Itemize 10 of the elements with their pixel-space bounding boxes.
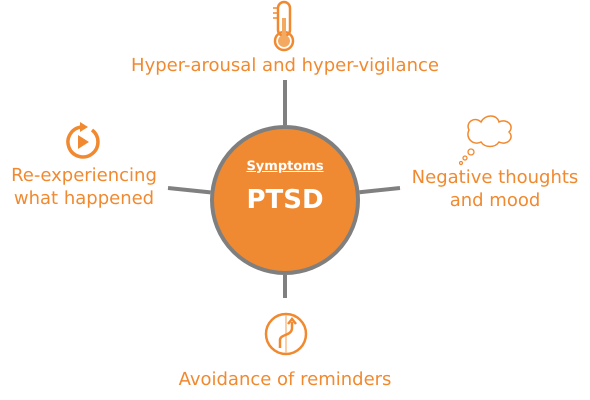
connector-line [283, 275, 287, 298]
symptom-label: Hyper-arousal and hyper-vigilance [130, 54, 440, 77]
symptom-label: Negative thoughts and mood [410, 166, 580, 212]
title: PTSD [245, 185, 325, 215]
heading: Symptoms [245, 159, 325, 174]
connector-line [359, 186, 400, 194]
connector-line [168, 186, 211, 194]
connector-line [283, 80, 287, 125]
symptom-label: Re-experiencing what happened [10, 164, 158, 210]
symptom-label: Avoidance of reminders [178, 368, 392, 391]
